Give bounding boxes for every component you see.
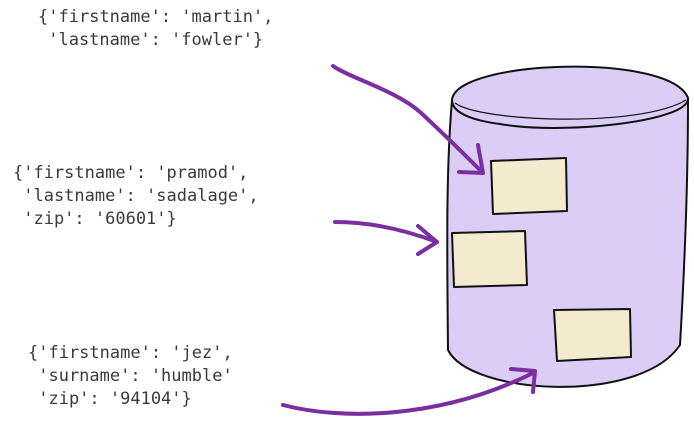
document-martin-fowler: {'firstname': 'martin', 'lastname': 'fow…	[38, 6, 273, 52]
document-pramod-sadalage: {'firstname': 'pramod', 'lastname': 'sad…	[13, 162, 259, 231]
cylinder-top-rim	[450, 65, 690, 129]
record-box-icon	[553, 308, 632, 362]
arrow-1-head	[457, 143, 485, 175]
document-line: 'lastname': 'fowler'}	[38, 30, 264, 50]
document-line: 'zip': '60601'}	[13, 209, 177, 229]
document-line: 'surname': 'humble'	[28, 366, 233, 386]
document-line: {'firstname': 'martin',	[38, 7, 274, 27]
hand-drawn-arrow-icon	[333, 220, 439, 256]
arrow-3-shaft	[281, 370, 537, 416]
hand-drawn-arrow-icon	[281, 367, 537, 416]
arrow-3-head	[509, 367, 537, 394]
record-box-1	[490, 157, 568, 215]
document-jez-humble: {'firstname': 'jez', 'surname': 'humble'…	[28, 342, 233, 411]
arrow-2-head	[416, 224, 439, 256]
document-line: {'firstname': 'pramod',	[13, 163, 249, 183]
record-box-icon	[490, 157, 568, 215]
record-box-3	[553, 308, 632, 362]
cylinder-top-inner-edge	[454, 99, 687, 120]
hand-drawn-arrow-icon	[331, 64, 485, 175]
arrow-2-shaft	[333, 220, 439, 244]
document-line: {'firstname': 'jez',	[28, 343, 233, 363]
record-box-2	[451, 230, 528, 288]
document-line: 'zip': '94104'}	[28, 389, 192, 409]
record-box-icon	[451, 230, 528, 288]
arrow-1-shaft	[331, 64, 484, 174]
document-line: 'lastname': 'sadalage',	[13, 186, 259, 206]
